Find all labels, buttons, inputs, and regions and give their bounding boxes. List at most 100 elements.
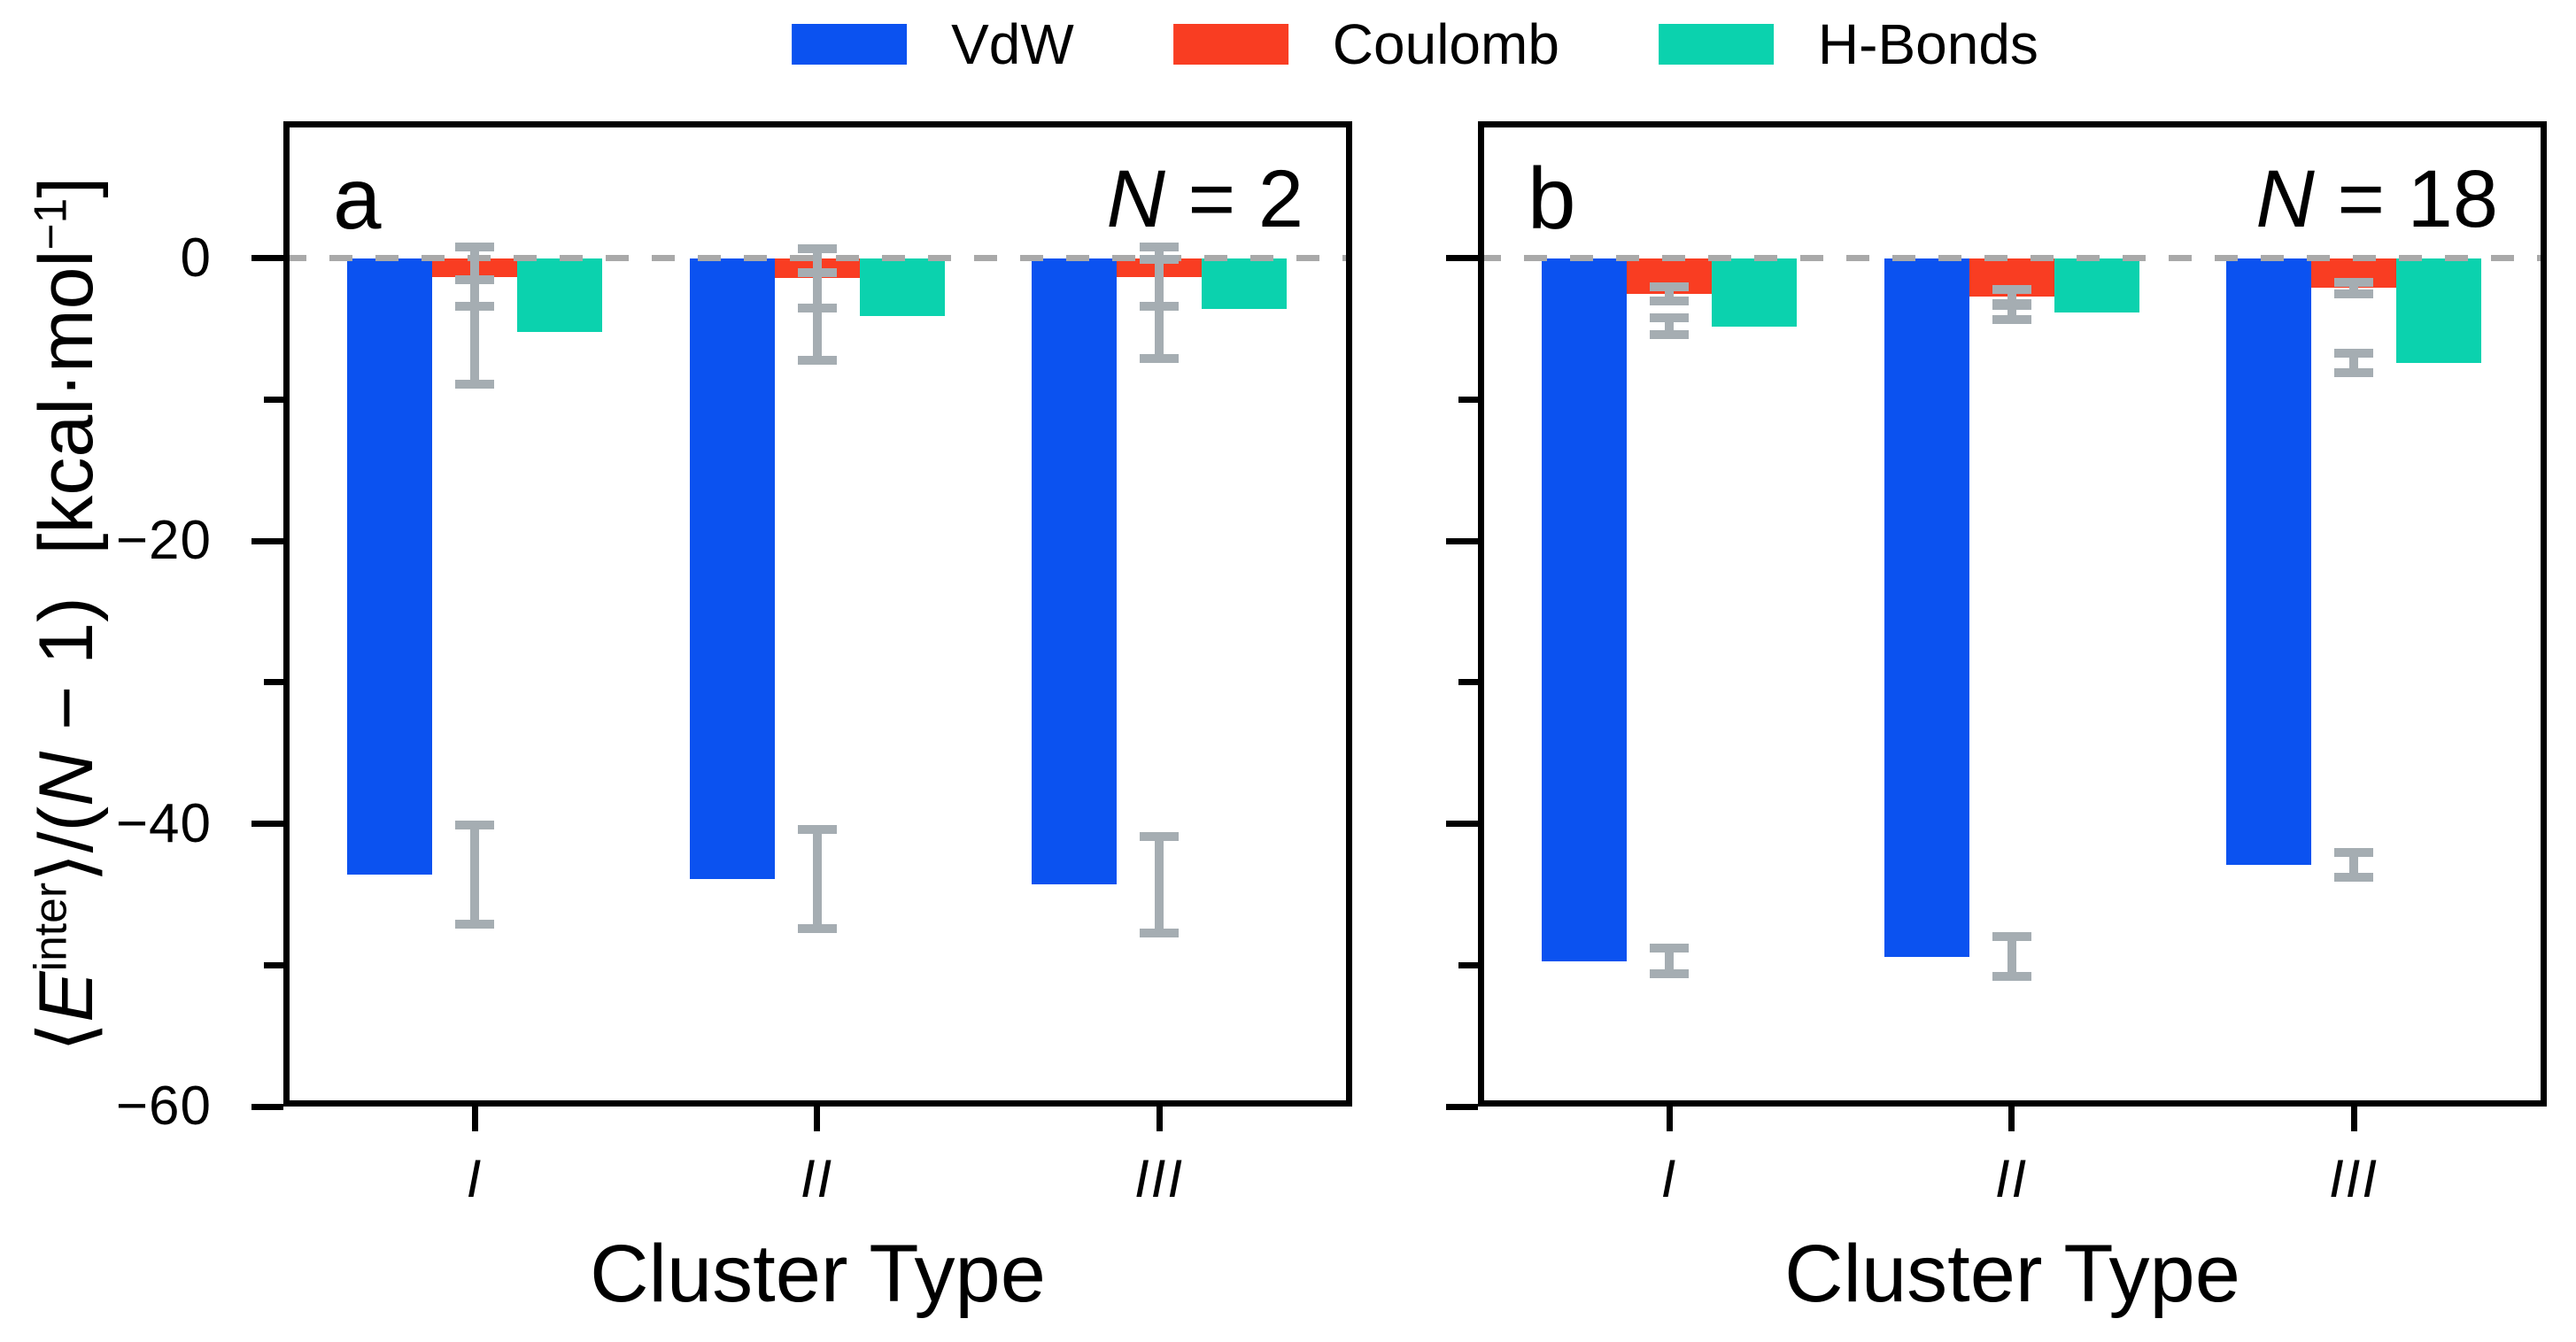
text-segment: N xyxy=(1106,154,1165,244)
y-minor-tick xyxy=(264,679,283,686)
error-bar-cap xyxy=(1140,832,1179,841)
x-tick-label-iii: III xyxy=(1133,1149,1185,1208)
y-major-tick xyxy=(1446,255,1478,262)
bar-vdw-iii xyxy=(1032,258,1117,885)
legend-item-coulomb: Coulomb xyxy=(1172,12,1559,76)
legend-label: H-Bonds xyxy=(1817,12,2038,76)
x-tick-label-iii: III xyxy=(2328,1149,2379,1208)
y-major-tick xyxy=(1446,1103,1478,1110)
bar-vdw-ii xyxy=(689,258,775,879)
error-bar-cap xyxy=(2334,873,2373,883)
panel-annotation: N = 18 xyxy=(2255,158,2498,240)
x-tick xyxy=(2350,1107,2357,1131)
error-bar-cap xyxy=(1992,972,2031,982)
legend-label: VdW xyxy=(951,12,1074,76)
error-bar xyxy=(2007,937,2016,977)
text-segment: N xyxy=(2255,154,2315,244)
bar-hbonds-ii xyxy=(859,258,945,317)
bar-hbonds-i xyxy=(517,258,602,332)
error-bar-cap xyxy=(1650,944,1689,953)
y-tick-label: −20 xyxy=(115,510,212,572)
x-tick-label-ii: II xyxy=(800,1149,834,1208)
y-minor-tick xyxy=(1458,397,1478,404)
panel-annotation: N = 2 xyxy=(1107,158,1303,240)
legend-label: Coulomb xyxy=(1332,12,1559,76)
error-bar xyxy=(1665,286,1674,301)
y-major-tick xyxy=(251,255,283,262)
error-bar-cap xyxy=(2334,289,2373,298)
y-major-tick xyxy=(251,821,283,828)
bar-hbonds-i xyxy=(1712,258,1797,327)
error-bar-cap xyxy=(1650,282,1689,291)
error-bar-cap xyxy=(1650,968,1689,978)
error-bar-cap xyxy=(1140,255,1179,265)
error-bar-cap xyxy=(455,821,494,830)
error-bar xyxy=(812,272,822,360)
error-bar-cap xyxy=(1140,243,1179,252)
bar-vdw-i xyxy=(1542,258,1627,961)
panel-letter: b xyxy=(1528,150,1576,247)
x-axis-label: Cluster Type xyxy=(590,1229,1046,1319)
y-minor-tick xyxy=(264,397,283,404)
legend-swatch-icon xyxy=(1172,24,1288,65)
bar-vdw-ii xyxy=(1884,258,1969,957)
error-bar xyxy=(2007,289,2016,304)
text-segment: E xyxy=(24,970,109,1022)
error-bar xyxy=(812,829,822,929)
text-segment: ] xyxy=(24,176,109,198)
zero-baseline xyxy=(1478,255,2547,262)
y-axis-label: ⟨Einter⟩/(N − 1) [kcal·mol−1] xyxy=(24,176,109,1052)
y-minor-tick xyxy=(264,961,283,968)
x-tick-label-ii: II xyxy=(1994,1149,2029,1208)
error-bar-cap xyxy=(2334,348,2373,358)
error-bar xyxy=(2349,282,2358,294)
error-bar xyxy=(1665,317,1674,336)
y-major-tick xyxy=(1446,821,1478,828)
y-tick-label: −60 xyxy=(115,1076,212,1137)
error-bar-cap xyxy=(455,274,494,284)
error-bar-cap xyxy=(2334,368,2373,378)
x-tick xyxy=(814,1107,820,1131)
x-tick xyxy=(1666,1107,1673,1131)
legend-item-vdw: VdW xyxy=(792,16,1074,73)
error-bar-cap xyxy=(1650,330,1689,340)
error-bar-cap xyxy=(1140,928,1179,937)
error-bar xyxy=(2349,352,2358,374)
text-segment: ⟨ xyxy=(24,1022,109,1052)
y-tick-label: −40 xyxy=(115,792,212,854)
error-bar xyxy=(1665,948,1674,974)
x-tick xyxy=(2008,1107,2015,1131)
panel-letter: a xyxy=(333,150,382,247)
error-bar-cap xyxy=(1140,354,1179,364)
error-bar xyxy=(2349,852,2358,878)
bar-vdw-iii xyxy=(2226,258,2311,865)
error-bar-cap xyxy=(1650,312,1689,322)
y-minor-tick xyxy=(1458,679,1478,686)
error-bar-cap xyxy=(1992,314,2031,324)
bar-hbonds-ii xyxy=(2054,258,2139,312)
x-axis-label: Cluster Type xyxy=(1784,1229,2240,1319)
error-bar-cap xyxy=(797,267,837,277)
error-bar-cap xyxy=(797,923,837,933)
error-bar-cap xyxy=(455,920,494,929)
error-bar-cap xyxy=(1992,285,2031,295)
error-bar xyxy=(2007,305,2016,320)
error-bar xyxy=(1155,259,1164,359)
bar-hbonds-iii xyxy=(1202,258,1287,310)
x-tick-label-i: I xyxy=(466,1149,483,1208)
error-bar-cap xyxy=(797,243,837,253)
error-bar-cap xyxy=(1650,296,1689,305)
error-bar-cap xyxy=(2334,847,2373,857)
legend-swatch-icon xyxy=(1658,24,1774,65)
error-bar-cap xyxy=(2334,278,2373,288)
bar-vdw-i xyxy=(347,258,432,875)
text-segment: inter xyxy=(24,882,76,971)
x-tick xyxy=(1156,1107,1163,1131)
error-bar-cap xyxy=(455,380,494,389)
error-bar-cap xyxy=(1992,932,2031,942)
y-tick-label: 0 xyxy=(180,227,212,289)
